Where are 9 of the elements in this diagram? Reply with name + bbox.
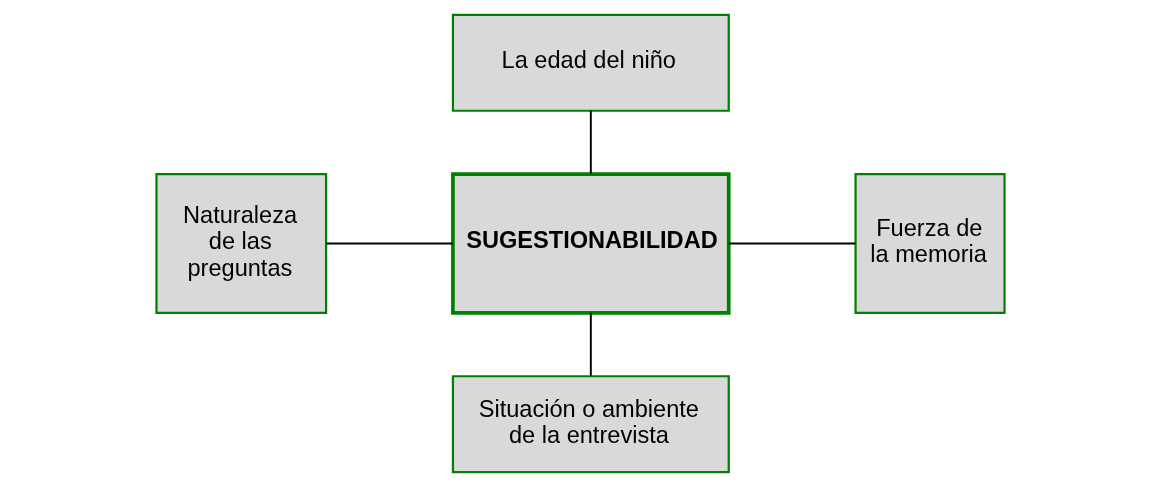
connector <box>324 242 454 244</box>
node-box: Naturaleza de las preguntas <box>154 172 327 314</box>
connector <box>727 242 856 244</box>
connector <box>589 311 592 377</box>
node-box: SUGESTIONABILIDAD <box>450 171 731 315</box>
node-box: La edad del niño <box>451 13 730 112</box>
connector <box>589 109 592 174</box>
node-box: Situación o ambiente de la entrevista <box>451 374 730 473</box>
node-box: Fuerza de la memoria <box>853 172 1006 314</box>
